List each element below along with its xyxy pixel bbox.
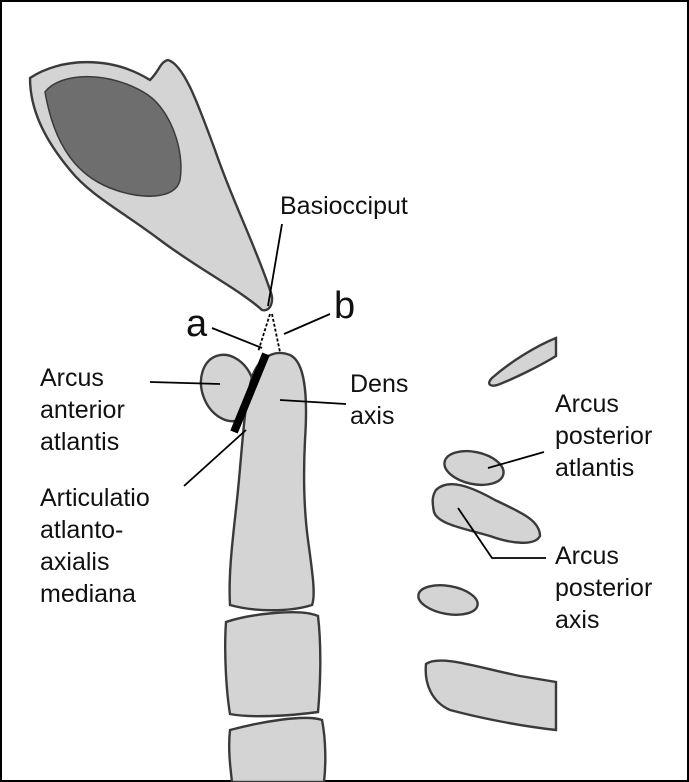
articulatio-line-4: mediana (40, 580, 136, 608)
basiocciput-label: Basiocciput (280, 192, 408, 220)
dens-axis-line-1: Dens (350, 370, 408, 398)
articulatio-line-1: Articulatio (40, 484, 150, 512)
articulatio-line-3: axialis (40, 548, 109, 576)
articulatio-line-2: atlanto- (40, 516, 123, 544)
arcus-posterior-atlantis-line-2: posterior (555, 422, 652, 450)
c3-vertebral-body (225, 612, 320, 716)
arcus-anterior-line-1: Arcus (40, 364, 104, 392)
label-a: a (186, 303, 208, 345)
arcus-posterior-axis-line-1: Arcus (555, 542, 619, 570)
arcus-posterior-axis-line-2: posterior (555, 574, 652, 602)
arcus-anterior-line-3: atlantis (40, 428, 119, 456)
arcus-posterior-atlantis-line-3: atlantis (555, 454, 634, 482)
arcus-anterior-line-2: anterior (40, 396, 125, 424)
arcus-posterior-axis-line-3: axis (555, 606, 599, 634)
arcus-posterior-atlantis-line-1: Arcus (555, 390, 619, 418)
c4-vertebral-body (229, 718, 325, 782)
dens-axis-line-2: axis (350, 402, 394, 430)
label-b: b (334, 285, 355, 327)
